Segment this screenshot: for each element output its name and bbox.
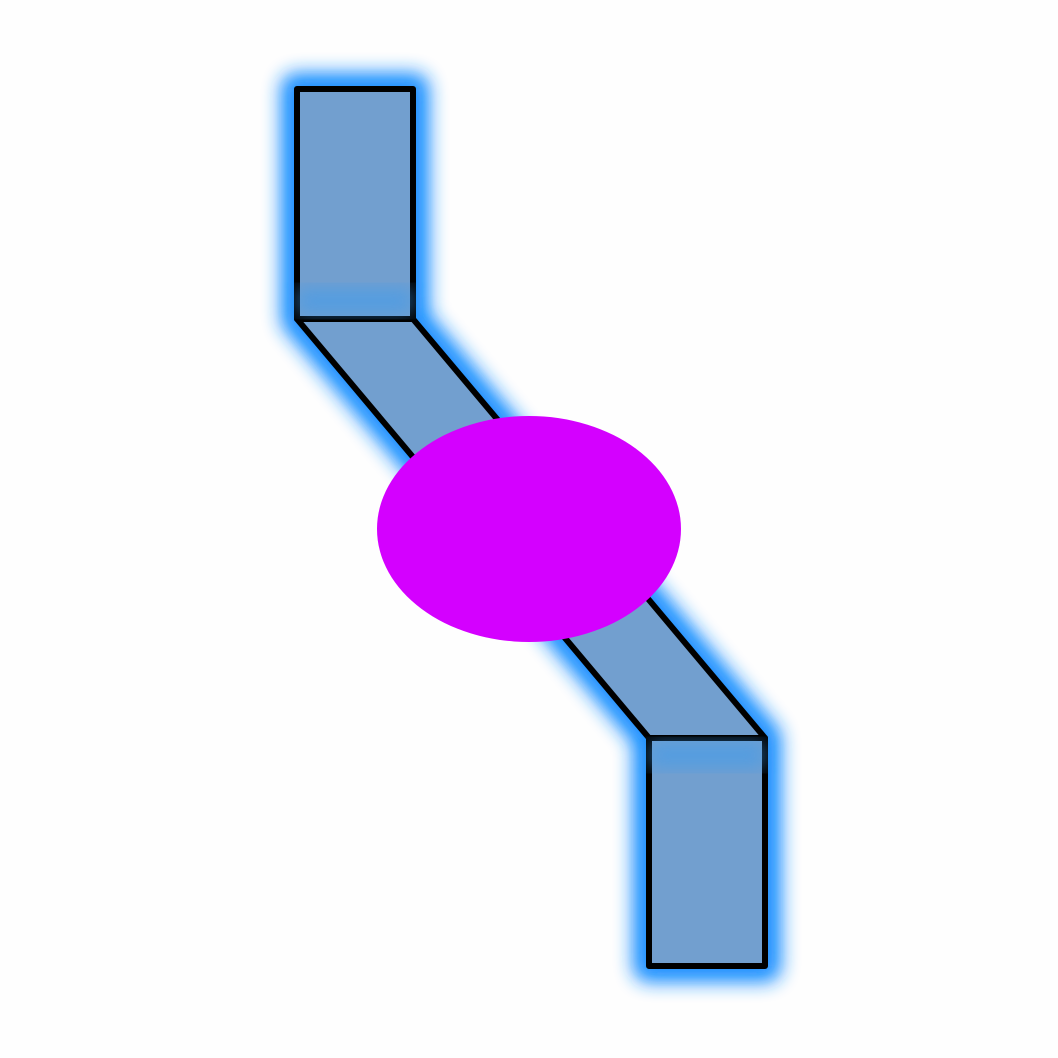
lower-joint-glow: [649, 742, 765, 768]
upper-joint-glow: [297, 288, 413, 314]
lower-vertical-segment: [646, 735, 768, 969]
ellipse-marker: [377, 416, 681, 642]
upper-vertical-segment: [294, 86, 416, 322]
